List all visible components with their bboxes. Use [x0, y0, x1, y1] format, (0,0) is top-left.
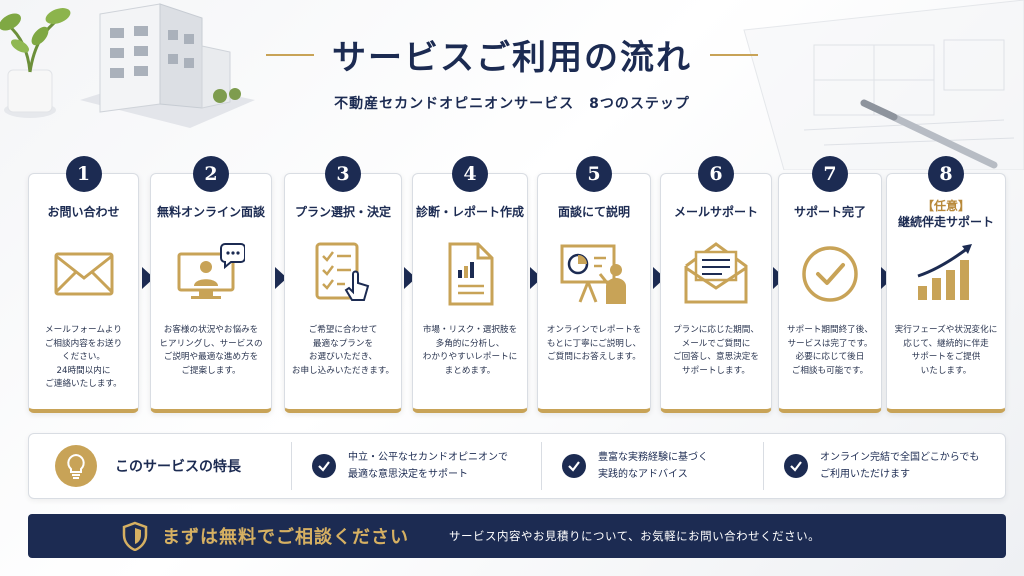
features-heading-label: このサービスの特長	[115, 459, 241, 475]
check-icon	[562, 454, 586, 478]
step-card-6: 6 メールサポート プランに応じた期間、 メールでご質問に ご回答し、意思決定を…	[660, 156, 772, 413]
pen-illustration	[860, 99, 998, 169]
checklist-icon	[315, 242, 370, 301]
check-icon	[312, 454, 336, 478]
step-number: 4	[452, 156, 488, 192]
step-description: 実行フェーズや状況変化に 応じて、継続的に伴走 サポートをご提供 いたします。	[894, 325, 998, 376]
step-number: 5	[576, 156, 612, 192]
feature-item-2: 豊富な実務経験に基づく 実践的なアドバイス	[541, 442, 763, 490]
report-icon	[448, 242, 494, 306]
page-subtitle: 不動産セカンドオピニオンサービス 8つのステップ	[334, 96, 690, 112]
cta-sub-text: サービス内容やお見積りについて、お気軽にお問い合わせください。	[449, 529, 821, 543]
growth-chart-icon	[917, 244, 972, 300]
step-title: サポート完了	[793, 205, 866, 219]
step-optional-label: 【任意】	[921, 199, 970, 213]
step-title: 診断・レポート作成	[415, 205, 524, 219]
step-number: 8	[928, 156, 964, 192]
step-description: サポート期間終了後、 サービスは完了です。 必要に応じて後日 ご相談も可能です。	[787, 325, 873, 376]
open-mail-icon	[684, 242, 748, 304]
shield-icon	[122, 521, 148, 551]
step-title: メールサポート	[673, 205, 758, 219]
check-circle-icon	[802, 246, 858, 302]
step-card-5: 5 面談にて説明 オンラインでレポートを もとに丁寧にご説明し、 ご質問にお答え…	[537, 156, 651, 413]
step-number: 3	[325, 156, 361, 192]
video-call-icon	[177, 243, 245, 299]
building-model-illustration	[80, 3, 255, 128]
step-number: 1	[65, 156, 102, 192]
step-number: 2	[193, 156, 229, 192]
step-title: お問い合わせ	[47, 205, 120, 219]
step-description: メールフォームより ご相談内容をお送り ください。 24時間以内に ご連絡いたし…	[44, 325, 123, 390]
step-title: 無料オンライン面談	[156, 205, 265, 219]
step-card-8: 8 【任意】 継続伴走サポート 実行フェーズや状況変化に 応じて、継続的に伴走 …	[886, 156, 1006, 413]
features-heading: このサービスの特長	[29, 445, 291, 487]
step-number: 6	[698, 156, 734, 192]
feature-item-1: 中立・公平なセカンドオピニオンで 最適な意思決定をサポート	[291, 442, 541, 490]
title-rule-left	[266, 53, 314, 56]
step-card-3: 3 プラン選択・決定 ご希望に合わせて 最適なプランを お選びいただき、 お申し…	[284, 156, 402, 413]
feature-text: オンライン完結で全国どこからでも ご利用いただけます	[820, 452, 980, 480]
step-card-4: 4 診断・レポート作成 市場・リスク・選択肢を 多角的に分析し、 わかりやすいレ…	[412, 156, 528, 413]
cta-main-text[interactable]: まずは無料でご相談ください	[162, 527, 409, 548]
step-title: プラン選択・決定	[294, 205, 391, 219]
feature-text: 豊富な実務経験に基づく 実践的なアドバイス	[598, 452, 708, 480]
step-description: 市場・リスク・選択肢を 多角的に分析し、 わかりやすいレポートに まとめます。	[422, 325, 518, 376]
step-title: 【任意】 継続伴走サポート	[887, 198, 1005, 230]
step-description: お客様の状況やお悩みを ヒアリングし、サービスの ご説明や最適な進め方を ご提案…	[159, 325, 263, 376]
feature-item-3: オンライン完結で全国どこからでも ご利用いただけます	[763, 442, 1003, 490]
step-description: プランに応じた期間、 メールでご質問に ご回答し、意思決定を サポートします。	[673, 325, 759, 376]
step-flow: 1 お問い合わせ メールフォームより ご相談内容をお送り ください。 24時間以…	[28, 155, 1006, 415]
step-number: 7	[812, 156, 848, 192]
blueprint-illustration	[743, 0, 1024, 170]
cta-banner[interactable]: まずは無料でご相談ください サービス内容やお見積りについて、お気軽にお問い合わせ…	[28, 514, 1006, 558]
check-icon	[784, 454, 808, 478]
header: サービスご利用の流れ 不動産セカンドオピニオンサービス 8つのステップ	[0, 30, 1024, 113]
envelope-icon	[54, 252, 113, 296]
step-description: ご希望に合わせて 最適なプランを お選びいただき、 お申し込みいただきます。	[291, 325, 395, 376]
presentation-icon	[560, 244, 626, 304]
step-card-1: 1 お問い合わせ メールフォームより ご相談内容をお送り ください。 24時間以…	[28, 156, 139, 413]
step-card-2: 2 無料オンライン面談 お客様の状況やお悩みを ヒアリングし、サービスの ご説明…	[150, 156, 272, 413]
page-title: サービスご利用の流れ	[332, 38, 692, 78]
features-panel: このサービスの特長 中立・公平なセカンドオピニオンで 最適な意思決定をサポート …	[28, 433, 1006, 499]
step-card-7: 7 サポート完了 サポート期間終了後、 サービスは完了です。 必要に応じて後日 …	[778, 156, 882, 413]
step-title: 面談にて説明	[557, 205, 630, 219]
feature-text: 中立・公平なセカンドオピニオンで 最適な意思決定をサポート	[348, 452, 508, 480]
step-description: オンラインでレポートを もとに丁寧にご説明し、 ご質問にお答えします。	[546, 325, 642, 363]
plant-illustration	[0, 8, 71, 118]
title-rule-right	[710, 53, 758, 56]
lightbulb-icon	[55, 445, 97, 487]
